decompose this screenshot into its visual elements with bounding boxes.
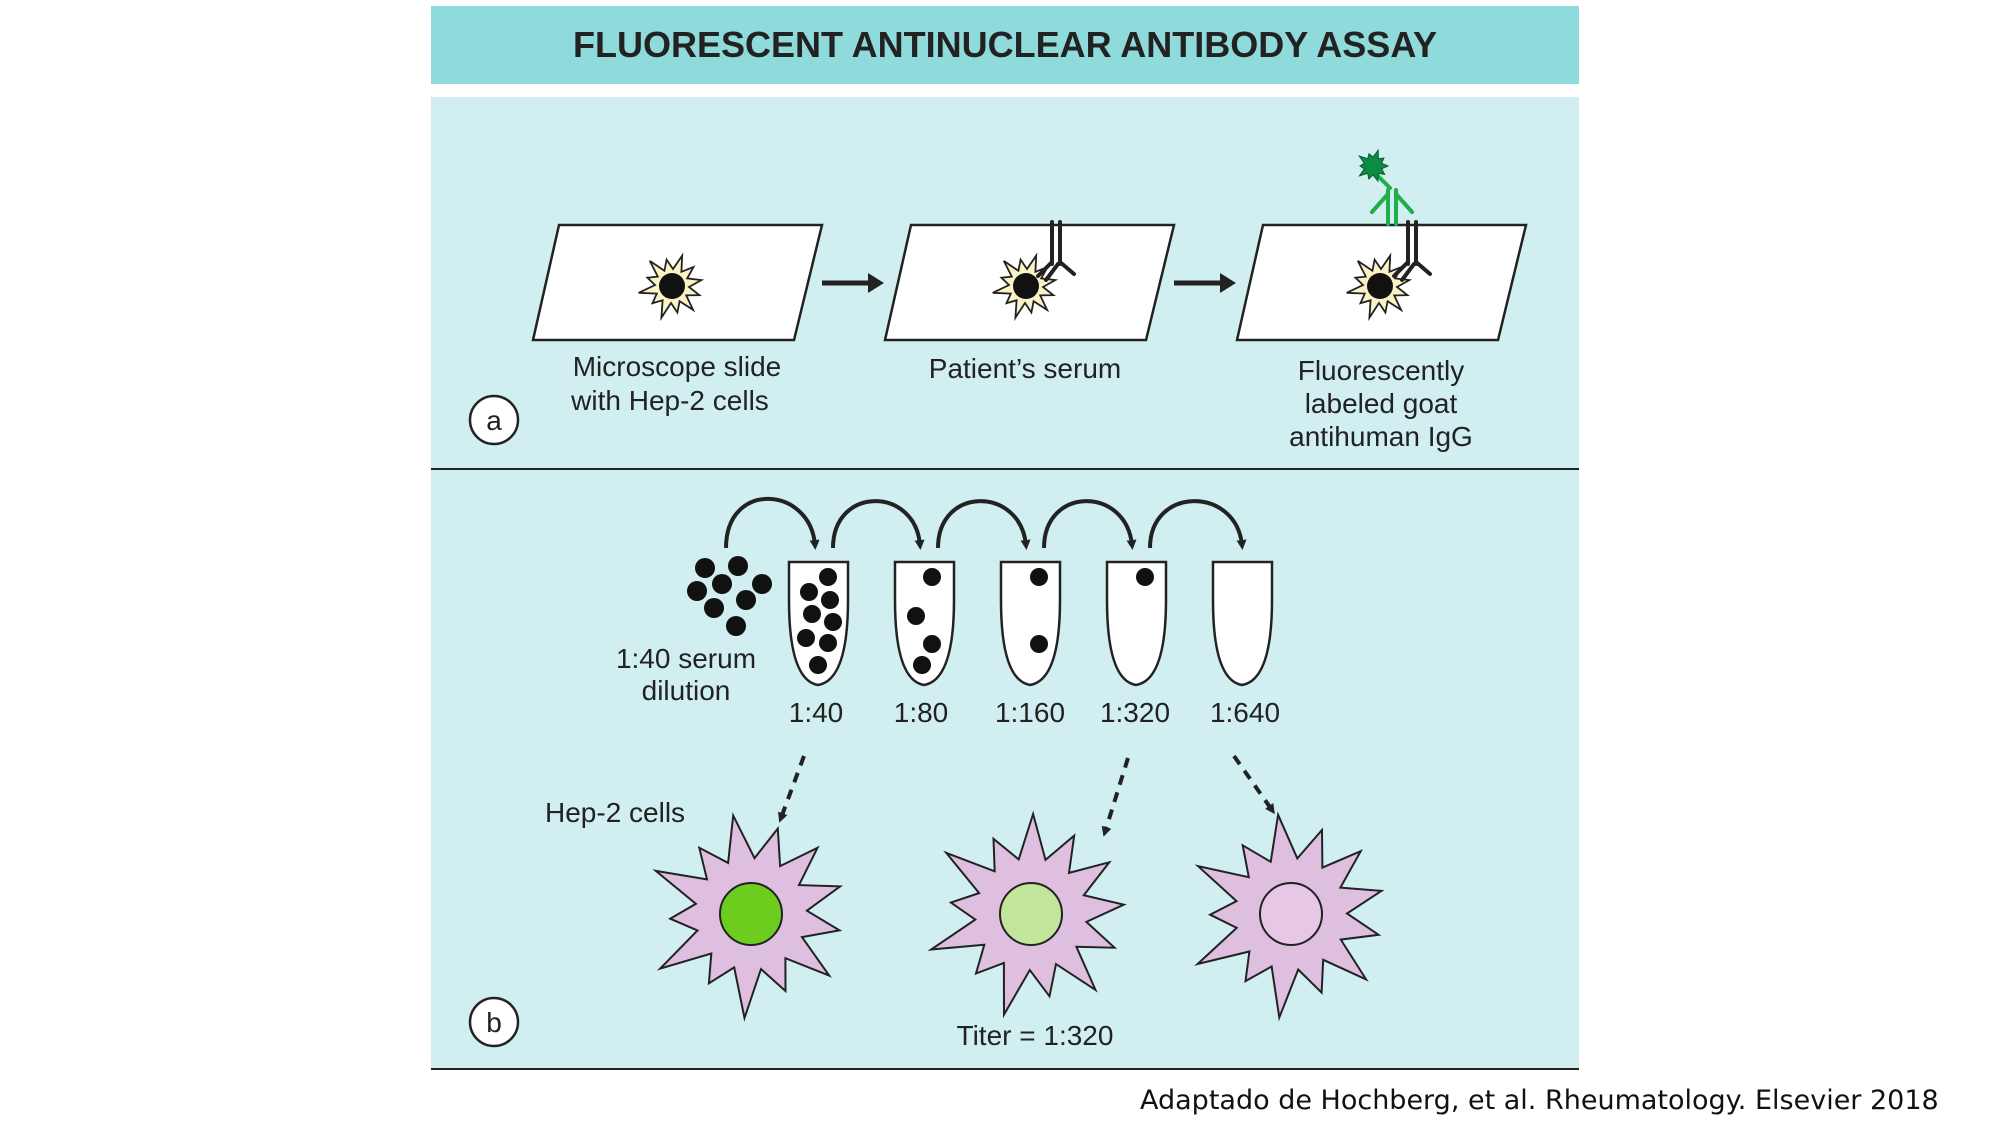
step1-label-line2: with Hep-2 cells [570,385,769,416]
slide-1 [531,223,824,342]
slide-3 [1235,148,1528,342]
panel-a-marker: a [468,394,520,446]
tube-5 [1211,560,1274,687]
titer-label: Titer = 1:320 [957,1020,1114,1051]
transfer-arrows [724,497,1247,550]
hep2-cell-icon [1346,252,1413,322]
dilution-label-5: 1:640 [1210,697,1280,728]
citation: Adaptado de Hochberg, et al. Rheumatolog… [1140,1085,1939,1116]
step2-label: Patient’s serum [929,353,1121,384]
hep2-cell-positive [652,812,844,1022]
fluorescent-label-icon [1357,148,1390,183]
step3-label-line1: Fluorescently [1298,355,1465,386]
hep2-cell-titer [927,810,1127,1019]
step3-label-line2: labeled goat [1305,388,1458,419]
slide-2 [883,220,1176,342]
panel-divider [431,468,1579,470]
dilution-label-2: 1:80 [894,697,949,728]
serum-label-line2: dilution [642,675,731,706]
tube-1 [787,560,850,687]
dashed-arrows [778,754,1275,837]
tube-2 [893,560,956,687]
hep2-cell-icon [992,252,1059,322]
panel-b-marker-text: b [486,1007,502,1038]
step3-label-line3: antihuman IgG [1289,421,1473,452]
step-arrow-1 [822,273,884,293]
tube-3 [999,560,1062,687]
dilution-label-3: 1:160 [995,697,1065,728]
hep2-cell-icon [638,252,705,322]
antibody-icon [1036,220,1076,282]
serum-label-line1: 1:40 serum [616,643,756,674]
serum-dots [687,556,772,636]
title-bar: FLUORESCENT ANTINUCLEAR ANTIBODY ASSAY [431,6,1579,84]
panel-b-marker: b [468,996,520,1048]
hep2-cells-label: Hep-2 cells [545,797,685,828]
diagram-title: FLUORESCENT ANTINUCLEAR ANTIBODY ASSAY [572,24,1438,65]
step-arrow-2 [1174,273,1236,293]
antibody-icon [1392,220,1432,282]
panel-a-marker-text: a [486,405,502,436]
hep2-cell-negative [1194,811,1385,1022]
dilution-label-4: 1:320 [1100,697,1170,728]
step1-label-line1: Microscope slide [573,351,782,382]
tube-4 [1105,560,1168,687]
dilution-label-1: 1:40 [789,697,844,728]
